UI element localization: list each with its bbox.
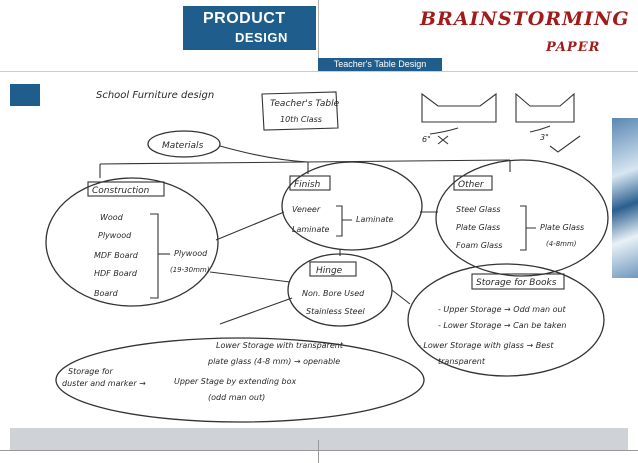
finish-item-1: Veneer xyxy=(292,205,321,214)
construction-bubble xyxy=(45,177,219,307)
storage-duster-label2: duster and marker → xyxy=(62,379,146,388)
other-title: Other xyxy=(458,180,485,190)
storage-books-title: Storage for Books xyxy=(476,278,557,288)
title-line1: PRODUCT xyxy=(203,10,286,27)
shape-right-curve xyxy=(529,125,551,133)
finish-item-2: Laminate xyxy=(292,225,329,234)
storage-duster-bubble xyxy=(55,337,425,423)
shape-label-left: 6" xyxy=(422,135,431,144)
footer-rule xyxy=(0,450,638,451)
storage-books-line4: transparent xyxy=(438,357,486,366)
shape-sketch-left xyxy=(421,92,497,123)
shape-sketch-right xyxy=(515,92,575,123)
storage-books-line1: - Upper Storage → Odd man out xyxy=(438,305,567,314)
subtitle-tab: Teacher's Table Design xyxy=(318,58,442,71)
left-accent-strip xyxy=(10,84,40,106)
finish-title: Finish xyxy=(294,180,321,190)
storage-books-bubble xyxy=(407,263,605,377)
hinge-line1: Non. Bore Used xyxy=(302,289,365,298)
table-title-box xyxy=(261,91,339,131)
finish-result: Laminate xyxy=(356,215,393,224)
right-decoration xyxy=(612,118,638,278)
table-title-line1: Teacher's Table xyxy=(270,99,340,109)
title-line2: DESIGN xyxy=(235,30,288,45)
branch-bar xyxy=(99,159,511,165)
sketch-heading: School Furniture design xyxy=(96,90,214,101)
materials-bubble xyxy=(147,130,221,158)
materials-label: Materials xyxy=(162,141,204,151)
finish-bubble xyxy=(281,161,423,251)
construction-result-note: (19-30mm) xyxy=(170,266,210,274)
brand-subtitle: PAPER xyxy=(546,40,601,55)
link-materials-center xyxy=(219,145,309,163)
hinge-line2: Stainless Steel xyxy=(306,307,365,316)
other-bracket xyxy=(520,205,536,251)
other-result: Plate Glass xyxy=(540,223,584,232)
link-hinge-books xyxy=(391,289,411,305)
storage-books-title-box xyxy=(471,273,565,290)
link-construction-finish xyxy=(215,211,285,241)
construction-item-3: MDF Board xyxy=(94,251,139,260)
finish-title-box xyxy=(289,175,331,191)
construction-item-1: Wood xyxy=(100,213,124,222)
construction-bracket xyxy=(150,213,159,299)
construction-result: Plywood xyxy=(174,249,208,258)
construction-title-box xyxy=(87,181,165,197)
hinge-title: Hinge xyxy=(316,266,343,276)
link-duster-hinge xyxy=(219,297,293,325)
hinge-title-box xyxy=(309,261,357,277)
table-title-line2: 10th Class xyxy=(280,115,322,124)
other-item-1: Steel Glass xyxy=(456,205,500,214)
construction-item-5: Board xyxy=(94,289,119,298)
other-bubble xyxy=(435,159,609,277)
storage-duster-line2: plate glass (4-8 mm) → openable xyxy=(207,357,340,366)
brand-title: BRAINSTORMING xyxy=(420,8,630,30)
link-construction-hinge xyxy=(209,271,291,283)
header-title-block: PRODUCT DESIGN xyxy=(183,6,316,50)
finish-bracket xyxy=(336,205,352,237)
footer-divider xyxy=(318,440,319,463)
construction-item-2: Plywood xyxy=(98,231,132,240)
header-rule xyxy=(0,71,638,72)
other-title-box xyxy=(453,175,493,191)
other-item-2: Plate Glass xyxy=(456,223,500,232)
check-icon xyxy=(549,135,581,153)
cross-icon xyxy=(437,135,449,145)
construction-title: Construction xyxy=(92,186,150,196)
sketch-canvas: School Furniture design Teacher's Table … xyxy=(40,72,612,424)
storage-duster-line1: Lower Storage with transparent xyxy=(216,341,344,350)
storage-duster-line4: (odd man out) xyxy=(208,393,265,402)
header-band xyxy=(0,0,638,62)
shape-label-right: 3" xyxy=(540,133,549,142)
other-item-3: Foam Glass xyxy=(456,241,502,250)
construction-item-4: HDF Board xyxy=(94,269,138,278)
storage-books-line3: - Lower Storage with glass → Best xyxy=(418,341,554,350)
storage-books-line2: - Lower Storage → Can be taken xyxy=(438,321,566,330)
storage-duster-line3: Upper Stage by extending box xyxy=(174,377,297,386)
shape-left-curve xyxy=(429,127,459,135)
other-result-note: (4-8mm) xyxy=(546,240,577,248)
brainstorm-sketch: School Furniture design Teacher's Table … xyxy=(45,90,609,423)
storage-duster-label1: Storage for xyxy=(68,367,114,376)
header-divider xyxy=(318,0,319,58)
footer-bar xyxy=(10,428,628,450)
